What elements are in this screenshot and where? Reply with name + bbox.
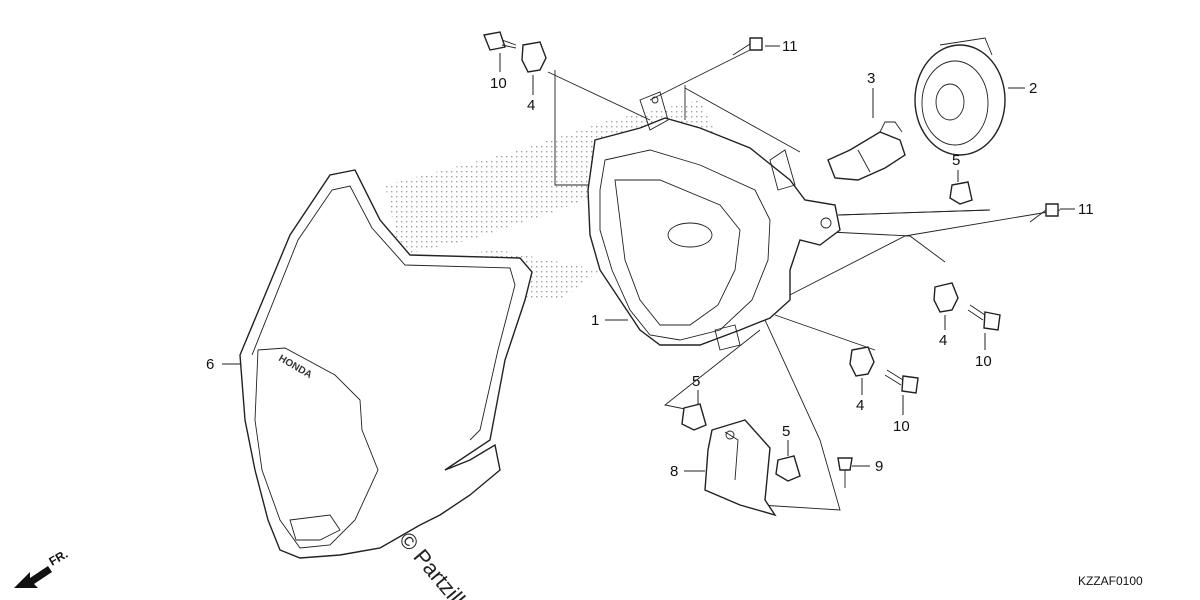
callout-2: 2 (1029, 80, 1037, 97)
bolt-right (967, 304, 1001, 331)
callout-8: 8 (670, 463, 678, 480)
grommet-upper (949, 181, 973, 205)
assembly-reference-lines (547, 44, 1061, 511)
callout-leaders (222, 45, 1075, 472)
front-arrow-label: FR. (47, 547, 71, 569)
callout-4-right: 4 (939, 332, 947, 349)
callout-5-lower-right: 5 (782, 423, 790, 440)
socket-cover (914, 37, 1006, 156)
callout-10-top: 10 (490, 75, 507, 92)
callout-5-lower-left: 5 (692, 373, 700, 390)
callout-3: 3 (867, 70, 875, 87)
front-direction-indicator: FR. (14, 547, 70, 588)
callout-10-lower: 10 (893, 418, 910, 435)
headlight-cowl: HONDA (239, 169, 533, 559)
bolt-top (483, 31, 517, 51)
headlight-bulb (827, 121, 906, 181)
callout-4-lower: 4 (856, 397, 864, 414)
front-arrow-icon (14, 566, 52, 588)
bracket-screw (837, 457, 853, 488)
nut-top (521, 41, 547, 73)
headlight-bracket (704, 419, 777, 517)
callout-11-top: 11 (782, 38, 798, 55)
bolt-lower (884, 369, 919, 394)
nut-right (933, 282, 959, 313)
screw-right (1029, 203, 1059, 223)
callout-1: 1 (591, 312, 599, 329)
callout-6: 6 (206, 356, 214, 373)
grommet-lower-right (775, 455, 801, 482)
diagram-code: KZZAF0100 (1078, 574, 1143, 588)
watermark-text: © Partzilla (394, 527, 478, 600)
callout-10-right: 10 (975, 353, 992, 370)
callout-labels: 1 2 3 4 4 4 5 5 5 6 8 9 10 10 10 11 11 (206, 38, 1094, 480)
screw-top (732, 37, 763, 56)
callout-4-top: 4 (527, 97, 535, 114)
headlight-unit (587, 91, 841, 351)
nut-lower (849, 346, 875, 377)
grommet-lower-left (681, 403, 707, 431)
callout-11-right: 11 (1078, 201, 1094, 218)
callout-9: 9 (875, 458, 883, 475)
callout-5-upper: 5 (952, 152, 960, 169)
